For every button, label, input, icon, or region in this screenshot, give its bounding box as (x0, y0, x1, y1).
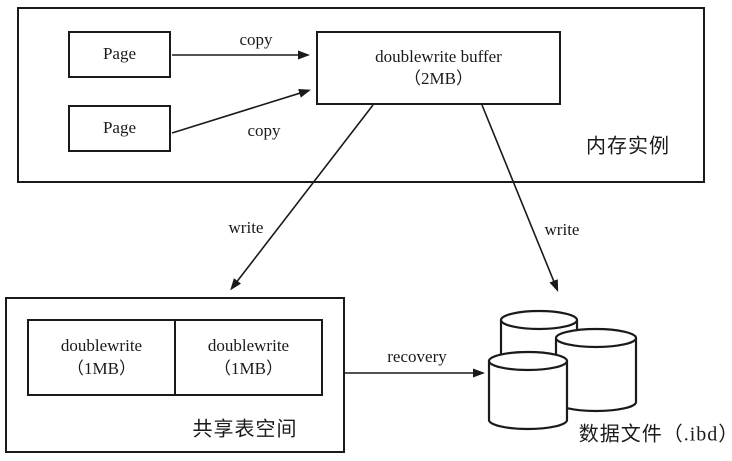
write-arrow-left (230, 104, 374, 291)
data-files-label: 数据文件（.ibd） (578, 423, 732, 446)
write-arrow-right (481, 104, 559, 292)
doublewrite-segment-1: doublewrite （1MB） (29, 321, 176, 394)
db-cylinder-front (487, 350, 569, 431)
doublewrite-segment-1-size: （1MB） (67, 358, 136, 378)
page-box-1: Page (68, 31, 171, 78)
copy-label-bottom: copy (247, 121, 281, 140)
write-label-left: write (228, 218, 264, 237)
copy-label-top: copy (239, 30, 273, 49)
page-box-1-label: Page (102, 44, 137, 64)
page-box-2: Page (68, 105, 171, 152)
doublewrite-segment-1-title: doublewrite (60, 336, 143, 356)
doublewrite-buffer-size: （2MB） (404, 69, 473, 88)
copy-arrow-bottom (171, 88, 311, 134)
doublewrite-segment-2: doublewrite （1MB） (176, 321, 321, 394)
memory-instance-box (17, 7, 705, 183)
database-cylinders (487, 309, 638, 431)
page-box-2-label: Page (102, 118, 137, 138)
shared-tablespace-label: 共享表空间 (192, 418, 298, 441)
doublewrite-segment-2-size: （1MB） (214, 358, 283, 378)
write-label-right: write (544, 220, 580, 239)
shared-tablespace-box (5, 297, 345, 453)
doublewrite-segments: doublewrite （1MB） doublewrite （1MB） (27, 319, 323, 396)
memory-instance-label: 内存实例 (586, 135, 670, 158)
recovery-label: recovery (387, 347, 447, 366)
doublewrite-buffer-box: doublewrite buffer （2MB） (316, 31, 561, 105)
doublewrite-segment-2-title: doublewrite (207, 336, 290, 356)
doublewrite-buffer-title: doublewrite buffer (375, 46, 502, 66)
